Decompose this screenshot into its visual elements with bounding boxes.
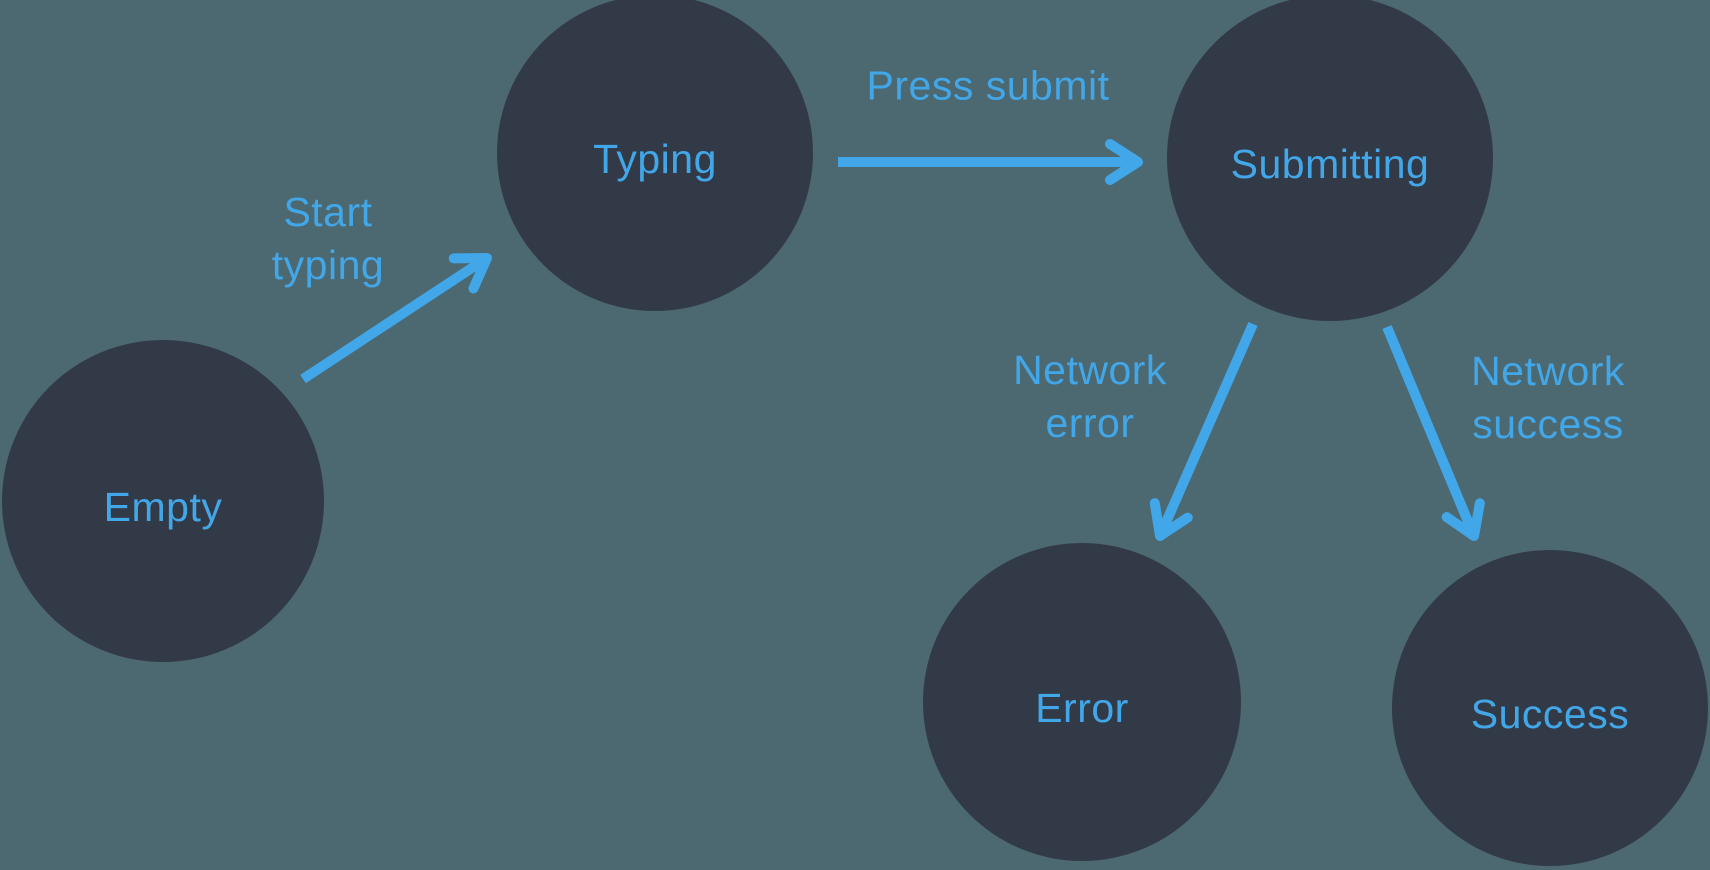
state-node-typing: Typing (497, 0, 813, 311)
transition-label-start-typing: Start typing (272, 186, 384, 292)
transition-label-line: Network (1471, 348, 1625, 394)
state-label-empty: Empty (103, 483, 223, 530)
state-label-submitting: Submitting (1230, 140, 1430, 187)
state-node-success: Success (1392, 550, 1708, 866)
transition-arrow-network-error (1149, 321, 1258, 541)
transition-label-line: Start (283, 189, 373, 235)
state-label-typing: Typing (593, 135, 717, 182)
state-node-submitting: Submitting (1167, 0, 1493, 321)
transition-label-line: error (1045, 400, 1135, 446)
transition-label-line: success (1472, 401, 1624, 447)
transition-arrow-network-success (1382, 325, 1485, 541)
state-node-empty: Empty (2, 340, 324, 662)
state-label-error: Error (1035, 684, 1129, 731)
transition-label-line: Press submit (866, 62, 1110, 109)
transition-label-line: typing (271, 242, 385, 288)
state-label-success: Success (1470, 690, 1630, 737)
transition-label-line: Network (1013, 347, 1167, 393)
transition-label-press-submit: Press submit (867, 60, 1110, 113)
transition-label-network-success: Network success (1471, 345, 1625, 451)
state-node-error: Error (923, 543, 1241, 861)
transition-label-network-error: Network error (1013, 344, 1167, 450)
